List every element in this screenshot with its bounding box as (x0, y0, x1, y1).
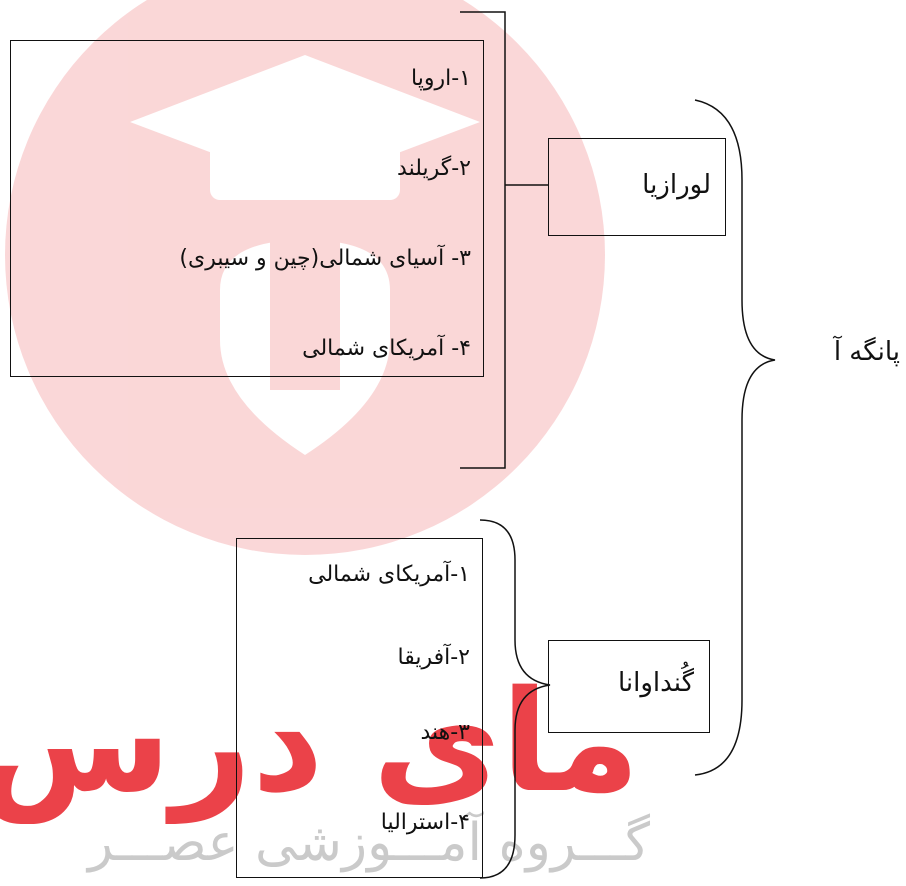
gondwana-name-box (548, 640, 710, 733)
laurasia-item-1: ۱-اروپا (411, 66, 471, 91)
laurasia-name: لورازیا (642, 170, 711, 200)
watermark-subtitle-text: گـــروه آمـــوزشی عصـــر (85, 810, 650, 873)
gondwana-name: گُنداوانا (617, 668, 694, 698)
watermark-brand-text: مای درس (0, 661, 640, 824)
pangea-root: پانگه آ (833, 337, 900, 367)
laurasia-item-3: ۳- آسیای شمالی(چین و سیبری) (179, 246, 471, 271)
gondwana-item-1: ۱-آمریکای شمالی (308, 562, 470, 587)
laurasia-list-box (10, 40, 484, 377)
gondwana-list-box (236, 538, 483, 878)
laurasia-item-2: ۲-گریلند (397, 156, 471, 181)
laurasia-name-box (548, 138, 726, 236)
laurasia-item-4: ۴- آمریکای شمالی (302, 336, 471, 361)
gondwana-item-4: ۴-استرالیا (380, 810, 470, 835)
gondwana-item-2: ۲-آفریقا (397, 645, 471, 670)
gondwana-item-3: ۳-هند (420, 720, 470, 745)
